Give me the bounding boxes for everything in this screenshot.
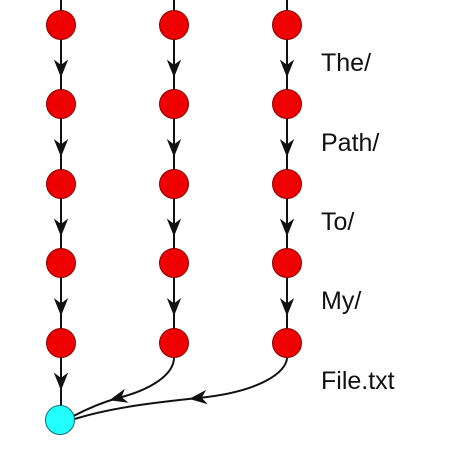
column-1-node-2 [46, 89, 76, 119]
column-3-node-3 [272, 169, 302, 199]
nodes [45, 10, 302, 435]
column-3-node-5 [272, 328, 302, 358]
column-2-node-5 [159, 328, 189, 358]
column-3-node-4 [272, 248, 302, 278]
merge-edge-column-2 [73, 357, 175, 417]
column-2-node-2 [159, 89, 189, 119]
label-my: My/ [321, 287, 361, 315]
column-2-node-4 [159, 248, 189, 278]
label-to: To/ [321, 208, 354, 236]
column-3-node-1 [272, 10, 302, 40]
edges [53, 0, 295, 420]
column-2-node-1 [159, 10, 189, 40]
column-1-node-4 [46, 248, 76, 278]
column-1-node-1 [46, 10, 76, 40]
label-the: The/ [321, 49, 371, 77]
column-2-node-3 [159, 169, 189, 199]
path-labels: The/ Path/ To/ My/ File.txt [321, 49, 395, 395]
merge-edge-column-3 [74, 357, 288, 420]
label-file-txt: File.txt [321, 367, 395, 395]
column-3-node-2 [272, 89, 302, 119]
label-path: Path/ [321, 129, 379, 157]
column-1-node-3 [46, 169, 76, 199]
column-1-node-5 [46, 328, 76, 358]
merge-node [45, 405, 75, 435]
